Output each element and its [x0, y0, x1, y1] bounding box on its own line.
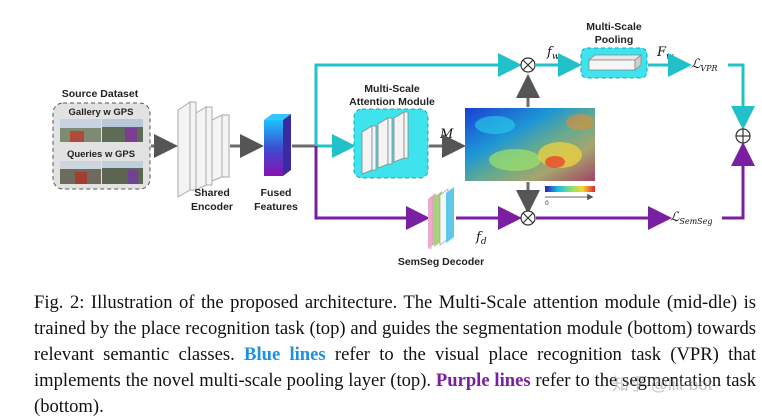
lvpr-label: ℒVPR [691, 57, 718, 73]
watermark: 知乎 @lili-bot [612, 375, 713, 394]
query-images [60, 161, 143, 184]
queries-label: Queries w GPS [67, 149, 135, 160]
attention-heatmap [465, 108, 595, 181]
attention-module-layers [361, 111, 409, 175]
colorbar [545, 186, 595, 192]
lsem-to-sum [722, 142, 755, 220]
caption-part-1: Fig. 2: Illustration of the proposed arc… [34, 292, 756, 365]
caption-part-2: refer to the visual place recognition ta… [34, 344, 756, 391]
m-label: M [439, 127, 454, 142]
pooling-layer [587, 54, 643, 71]
vpr-path-top [314, 53, 522, 146]
source-dataset-label: Source Dataset [62, 88, 139, 100]
caption-blue-lines: Blue lines [244, 344, 326, 365]
fw-label: fw [546, 45, 560, 62]
multiply-node-bottom [520, 210, 536, 226]
architecture-diagram: Source Dataset Gallery w GPS Queries w G… [52, 21, 755, 268]
figure-caption: Fig. 2: Illustration of the proposed arc… [34, 290, 756, 420]
fd-label: fd [475, 230, 487, 247]
attention-module-label-2: Attention Module [349, 96, 435, 108]
pooling-label-1: Multi-Scale [586, 21, 642, 33]
fused-features-block [264, 114, 291, 176]
lsem-label: ℒSemSeg [670, 210, 713, 226]
pooling-label-2: Pooling [595, 34, 634, 46]
gallery-label: Gallery w GPS [69, 107, 134, 118]
gallery-images [60, 119, 143, 142]
fused-features-label-2: Features [254, 201, 298, 213]
multiply-node-top [520, 57, 536, 73]
sum-node [735, 128, 751, 144]
caption-purple-lines: Purple lines [435, 370, 531, 391]
colorbar-tick: 0 [545, 200, 549, 207]
semseg-path-bottom [314, 146, 430, 230]
attention-module-label-1: Multi-Scale [364, 83, 420, 95]
semseg-decoder-label: SemSeg Decoder [398, 256, 484, 268]
fused-features-label-1: Fused [261, 187, 292, 199]
shared-encoder [177, 101, 230, 198]
lvpr-to-sum [728, 63, 755, 130]
Fw-label: Fw [656, 45, 674, 62]
shared-encoder-label-2: Encoder [191, 201, 233, 213]
semseg-decoder [428, 187, 454, 249]
shared-encoder-label-1: Shared [194, 187, 230, 199]
